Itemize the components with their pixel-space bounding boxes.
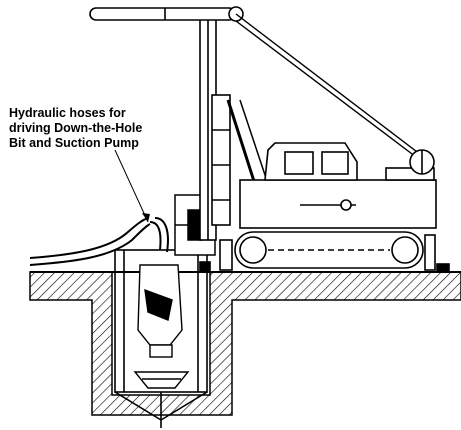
outriggers	[199, 261, 450, 273]
mast	[89, 6, 271, 241]
crawler-tracks	[219, 231, 436, 271]
callout-line-1: Hydraulic hoses for	[9, 106, 126, 120]
casing	[114, 249, 208, 428]
hydraulic-hoses	[29, 149, 169, 266]
ground-section	[29, 271, 461, 416]
callout-line-3: Bit and Suction Pump	[9, 136, 139, 150]
wire-rope	[235, 13, 426, 161]
callout-line-2: driving Down-the-Hole	[9, 121, 143, 135]
hydraulic-hoses-callout: Hydraulic hoses for driving Down-the-Hol…	[9, 106, 199, 151]
excavator-body	[239, 142, 437, 229]
down-the-hole-bit	[133, 264, 190, 389]
